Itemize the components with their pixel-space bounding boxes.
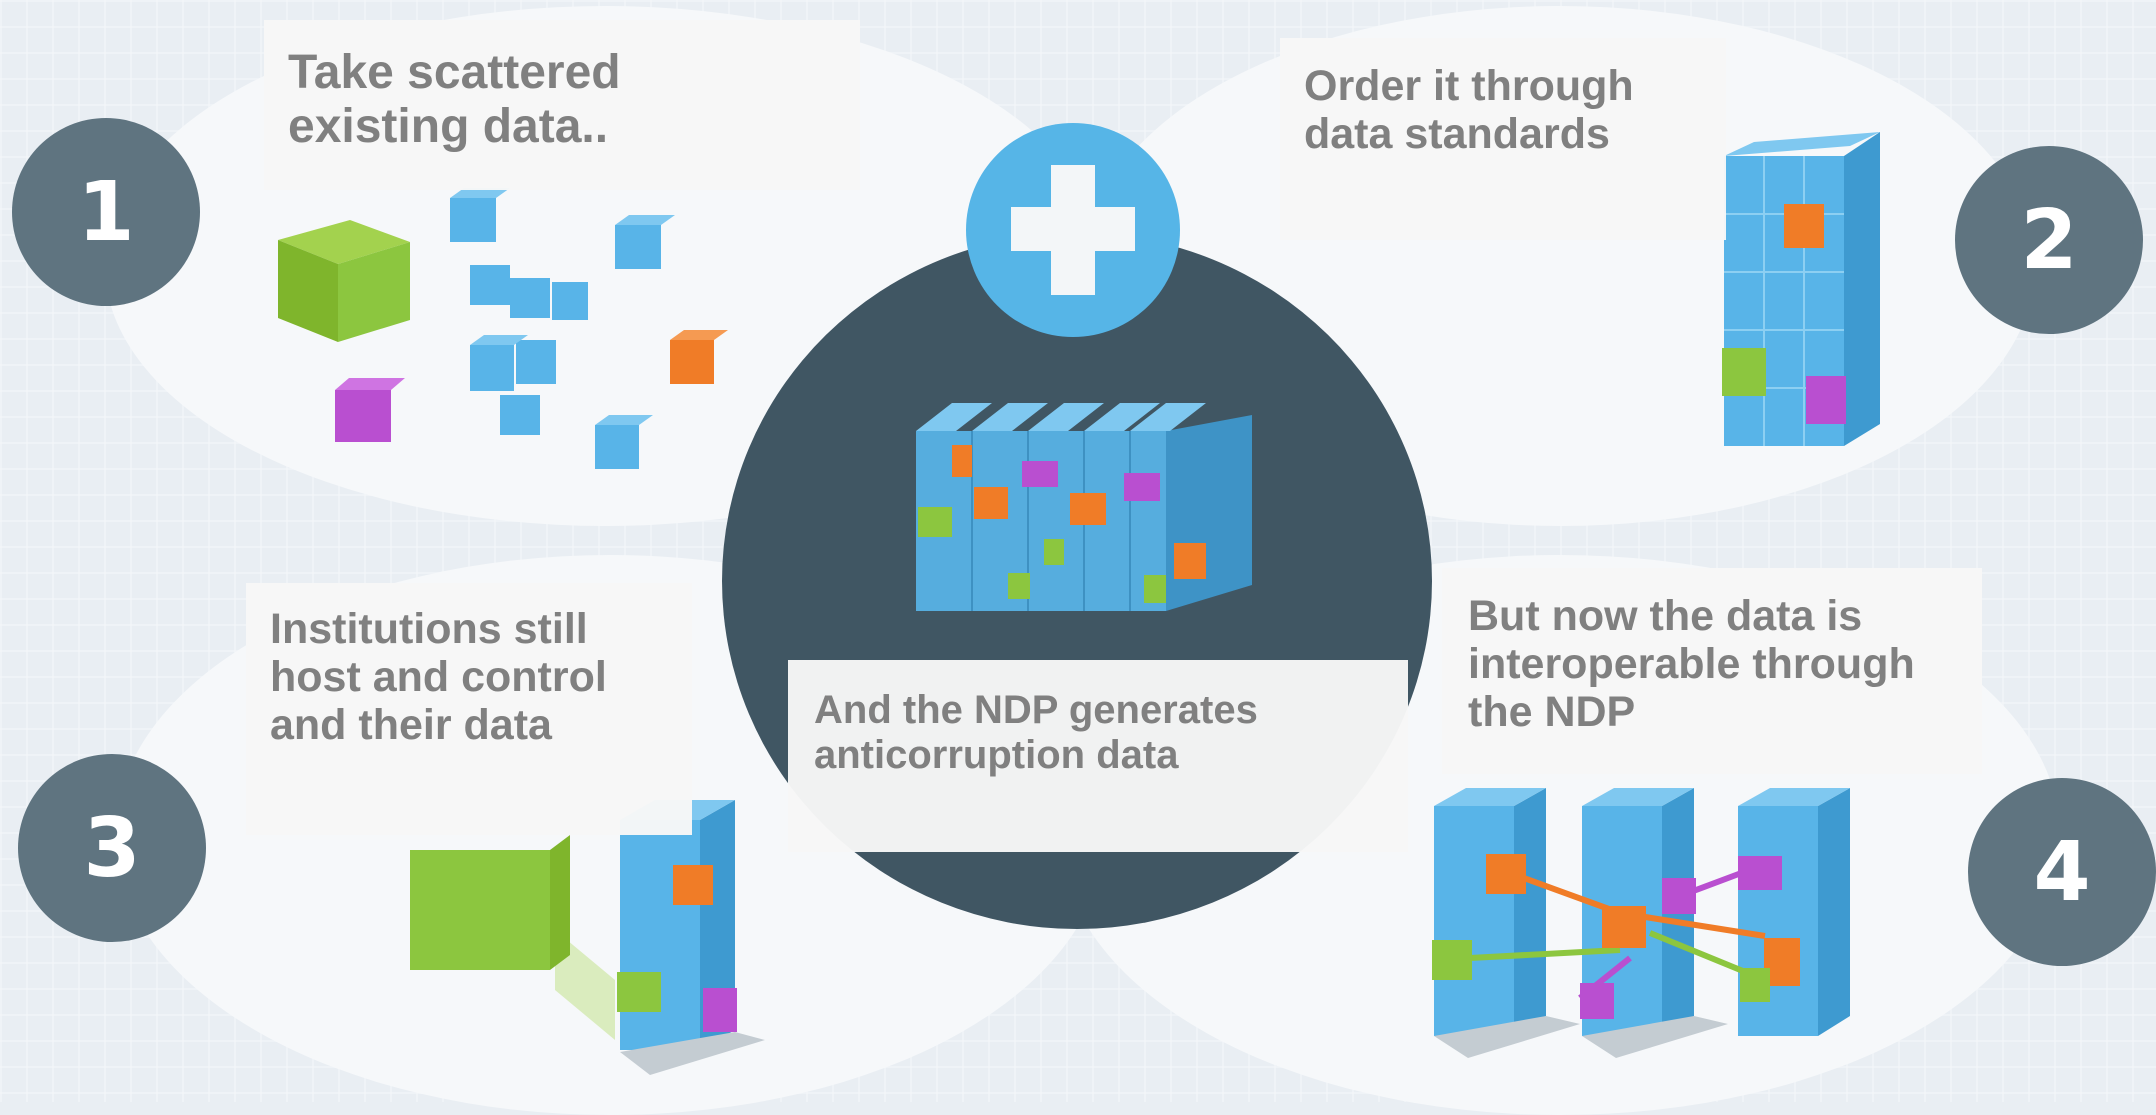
- step-4-badge: 4: [1968, 778, 2156, 966]
- standardized-data-illustration: [1722, 132, 1880, 446]
- step-4-text: But now the data is interoperable throug…: [1442, 568, 1982, 774]
- institutions-data-illustration: [410, 800, 765, 1075]
- scattered-data-illustration: [278, 188, 728, 469]
- step-1-label: Take scattered existing data..: [288, 46, 621, 153]
- interoperable-data-illustration: [1432, 788, 1850, 1058]
- step-2-badge: 2: [1955, 146, 2143, 334]
- plus-icon: [1011, 165, 1135, 295]
- step-2-text: Order it through data standards: [1280, 38, 1726, 240]
- plus-badge: [966, 123, 1180, 337]
- center-text: And the NDP generates anticorruption dat…: [788, 660, 1408, 852]
- ndp-data-block-illustration: [916, 403, 1252, 611]
- step-2-label: Order it through data standards: [1304, 62, 1634, 159]
- center-label: And the NDP generates anticorruption dat…: [814, 688, 1258, 777]
- step-1-text: Take scattered existing data..: [264, 20, 860, 190]
- step-3-badge: 3: [18, 754, 206, 942]
- step-1-badge: 1: [12, 118, 200, 306]
- step-3-label: Institutions still host and control and …: [270, 605, 607, 750]
- step-4-label: But now the data is interoperable throug…: [1468, 592, 1915, 737]
- step-3-text: Institutions still host and control and …: [246, 583, 692, 835]
